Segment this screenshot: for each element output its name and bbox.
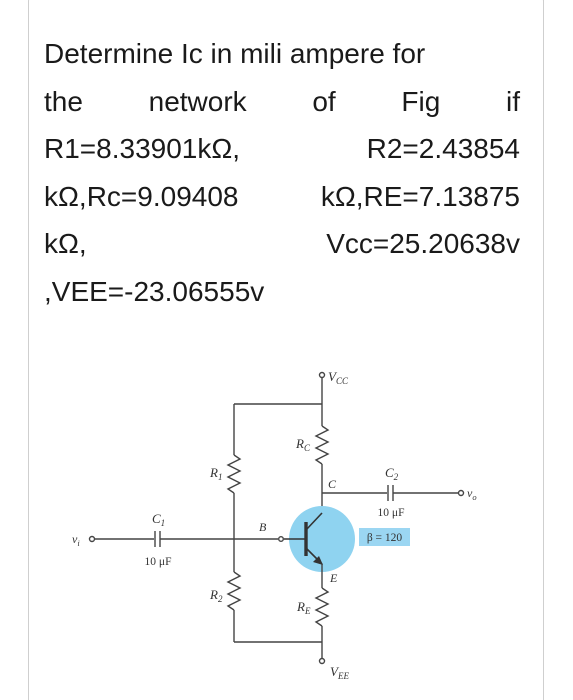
question-line-6: ,VEE=-23.06555v [44,268,520,316]
rc-resistor [314,425,330,465]
beta-label: β = 120 [367,532,403,544]
node-b-label: B [259,520,267,534]
question-line-4: kΩ,Rc=9.09408 kΩ,RE=7.13875 [44,173,520,221]
rc-label: RC [295,436,311,453]
vi-terminal [88,535,96,543]
question-word: network [148,85,247,117]
vo-label: vo [467,486,477,502]
question-word: kΩ,RE=7.13875 [320,180,520,212]
question-line-3: R1=8.33901kΩ, R2=2.43854 [44,125,520,173]
vee-terminal [318,657,326,665]
base-terminal [277,535,284,542]
question-word: of [312,85,336,117]
question-line-1: Determine Ic in mili ampere for [44,30,520,78]
question-word: R2=2.43854 [366,133,520,164]
question-word: Determine Ic in mili ampere for [44,38,426,69]
question-text: Determine Ic in mili ampere for the netw… [44,30,520,315]
node-e-label: E [329,571,338,585]
question-word: Fig [401,85,441,117]
vcc-terminal [318,371,326,379]
question-card [28,0,544,700]
re-label: RE [296,599,311,616]
question-word: kΩ,Rc=9.09408 [44,180,239,212]
question-line-2: the network of Fig if [44,78,520,126]
c1-label: C1 [152,511,165,528]
question-word: R1=8.33901kΩ, [44,133,241,164]
c2-value: 10 μF [378,507,405,519]
r2-resistor [226,571,242,611]
c1-value: 10 μF [145,556,172,568]
r1-resistor [226,454,242,494]
vo-terminal [457,489,465,497]
vi-label: vi [72,532,80,548]
r2-label: R2 [209,587,223,604]
vcc-label: VCC [328,369,349,386]
emitter-arrow-icon [313,556,323,565]
question-word: Vcc=25.20638v [326,228,520,259]
question-line-5: kΩ, Vcc=25.20638v [44,220,520,268]
vee-label: VEE [330,664,349,681]
beta-box [359,528,410,546]
transistor-collector [305,512,323,531]
c2-label: C2 [385,465,399,482]
node-c-label: C [328,477,337,491]
r1-label: R1 [209,465,222,482]
re-resistor [314,587,330,627]
circuit-figure: β = 120 VCC RC C C2 10 μF vo R1 B vi C1 … [72,369,477,681]
question-word: ,VEE=-23.06555v [44,275,265,307]
question-word: if [506,85,520,117]
question-word: the [44,85,83,117]
question-word: kΩ, [44,228,87,259]
